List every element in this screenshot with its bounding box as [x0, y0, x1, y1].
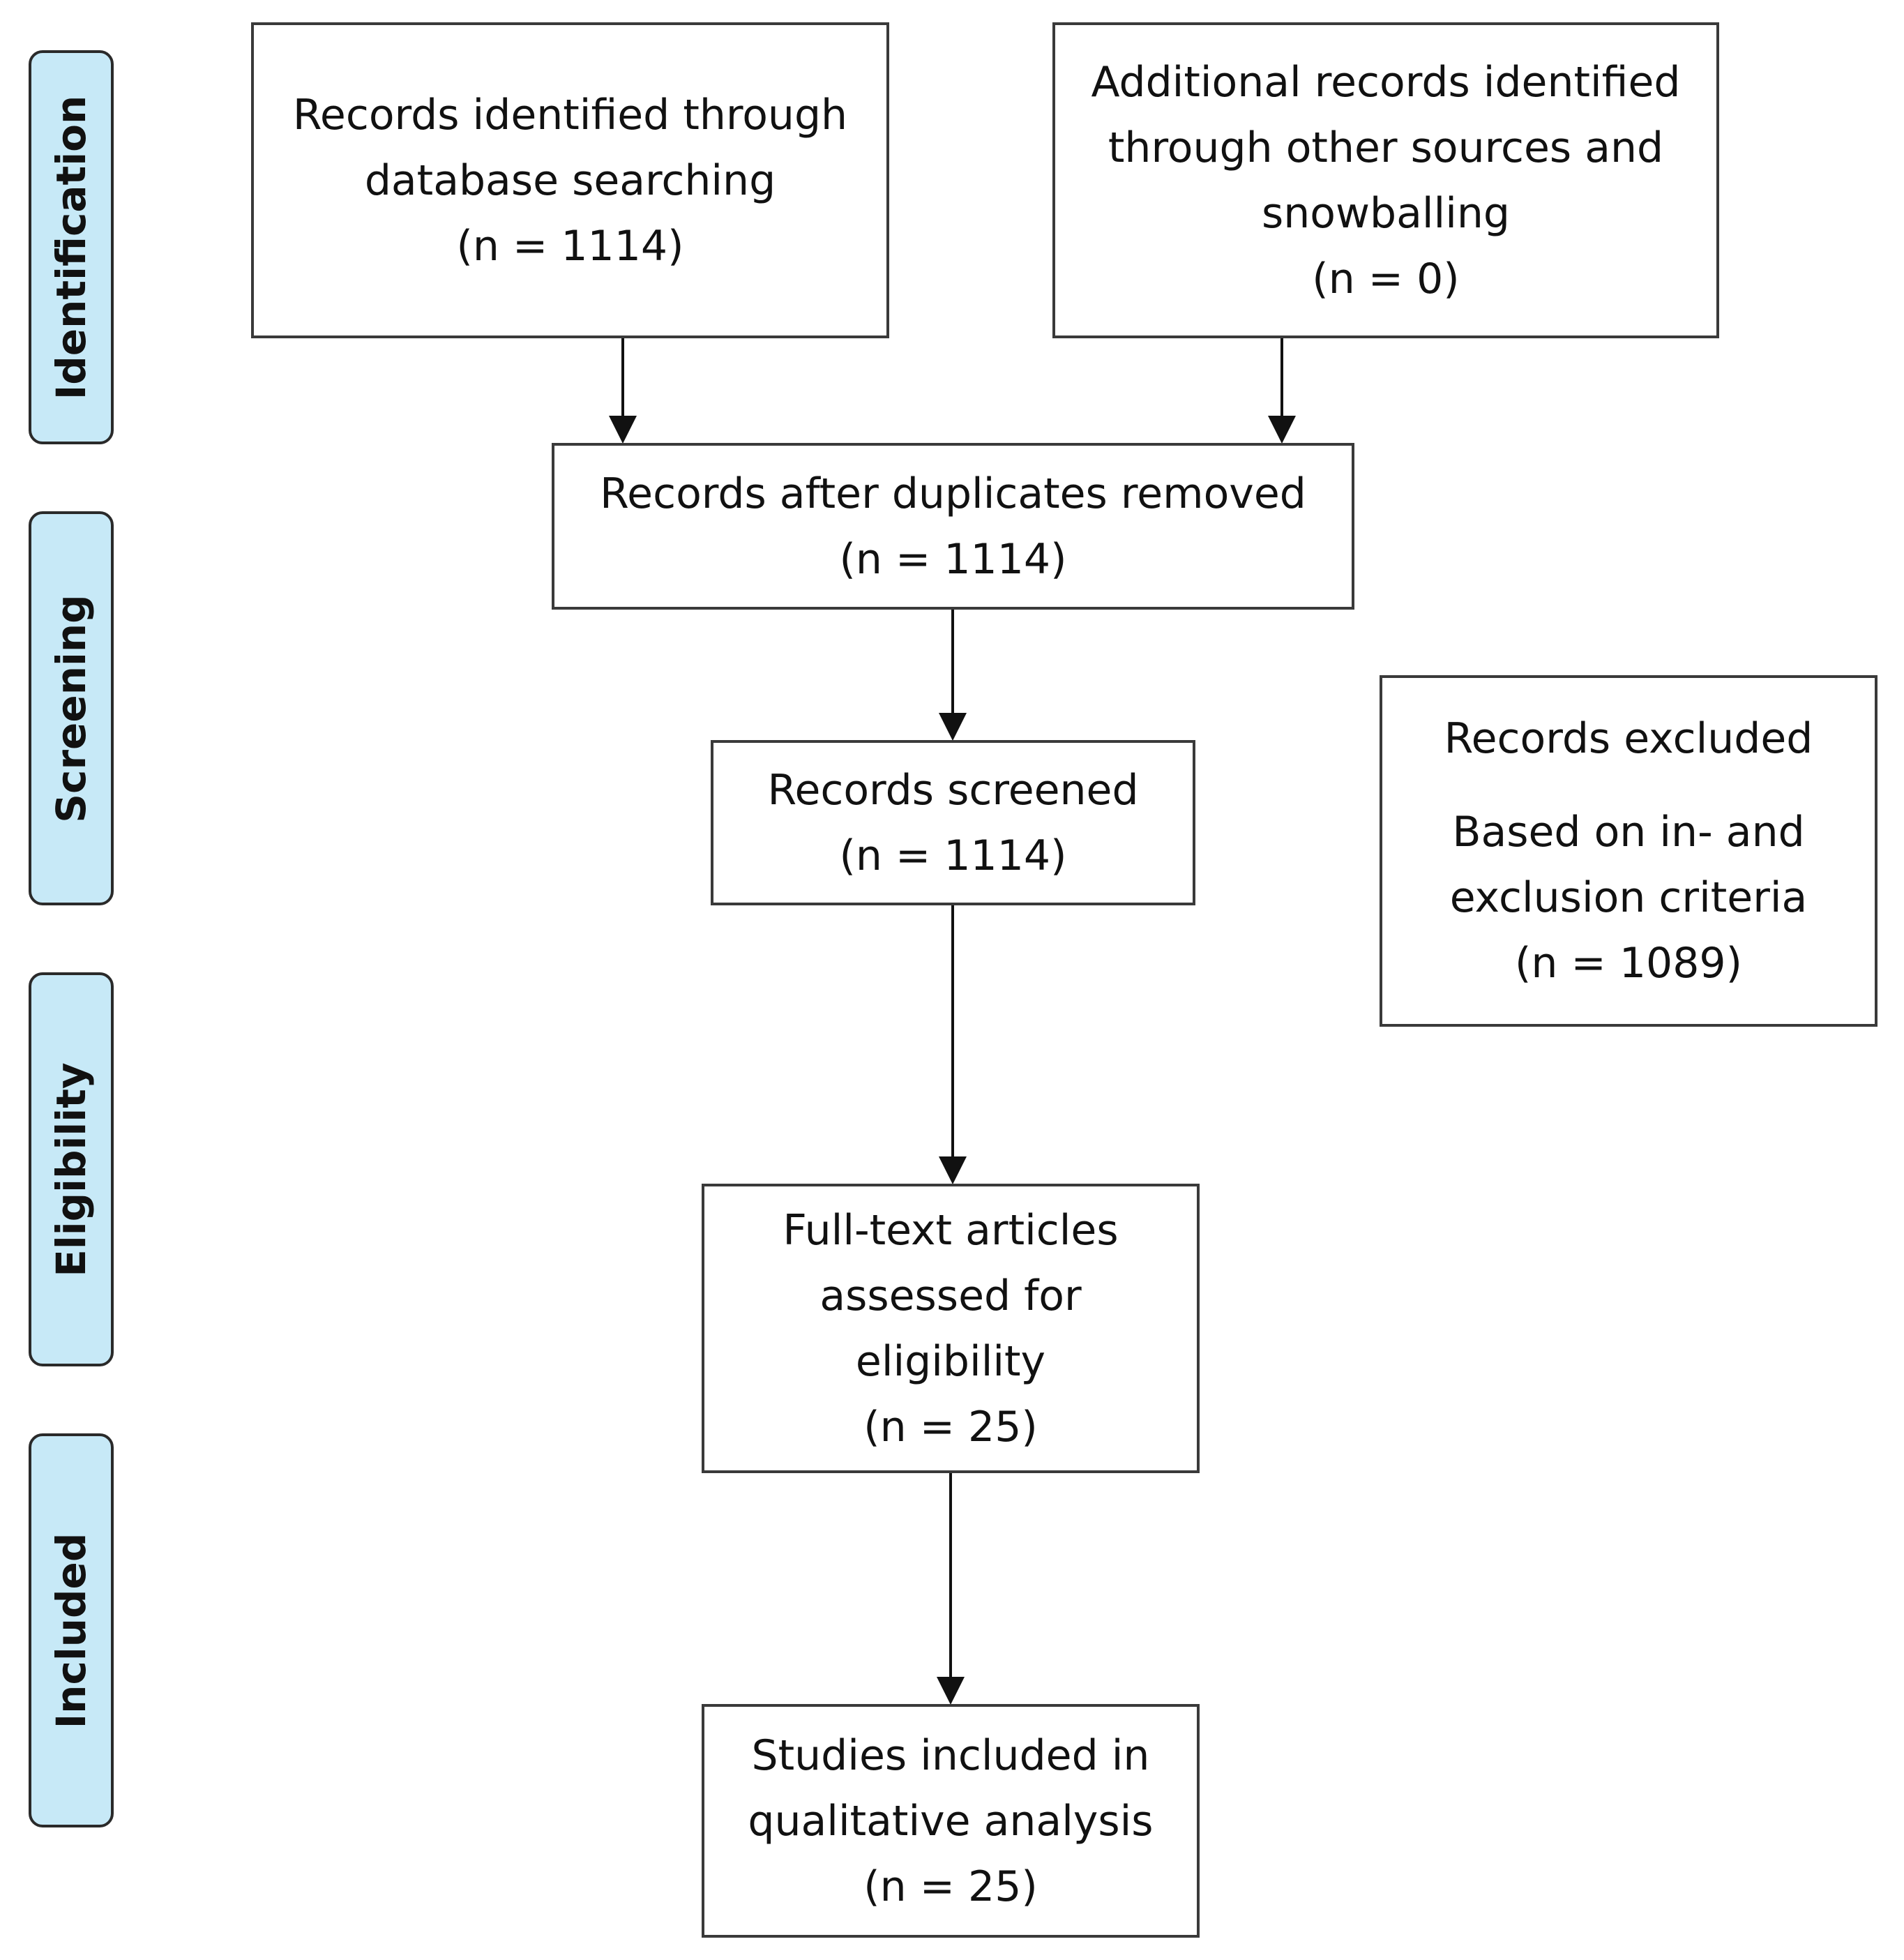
- excluded-line-4: (n = 1089): [1515, 939, 1742, 988]
- database-line-3: (n = 1114): [456, 221, 684, 271]
- studies-line-1: Studies included in: [751, 1731, 1150, 1780]
- stage-eligibility: Eligibility: [29, 972, 114, 1366]
- fulltext-line-3: eligibility: [855, 1336, 1046, 1386]
- fulltext-line-4: (n = 25): [863, 1402, 1038, 1452]
- screened-line-2: (n = 1114): [839, 831, 1067, 880]
- studies-line-2: qualitative analysis: [748, 1796, 1154, 1846]
- additional-line-3: snowballing: [1261, 188, 1511, 238]
- stage-screening: Screening: [29, 511, 114, 905]
- box-additional-records: Additional records identified through ot…: [1052, 22, 1719, 338]
- fulltext-line-2: assessed for: [819, 1271, 1082, 1320]
- additional-line-4: (n = 0): [1312, 254, 1460, 303]
- box-studies-included: Studies included in qualitative analysis…: [702, 1704, 1200, 1938]
- additional-line-1: Additional records identified: [1091, 57, 1681, 107]
- excluded-line-2: Based on in- and: [1452, 808, 1805, 857]
- box-duplicates-removed: Records after duplicates removed (n = 11…: [552, 443, 1354, 610]
- studies-line-3: (n = 25): [863, 1862, 1038, 1911]
- excluded-line-1: Records excluded: [1444, 714, 1813, 763]
- duplicates-line-2: (n = 1114): [839, 534, 1067, 584]
- additional-line-2: through other sources and: [1108, 123, 1664, 172]
- database-line-1: Records identified through: [292, 90, 848, 140]
- stage-included: Included: [29, 1433, 114, 1827]
- duplicates-line-1: Records after duplicates removed: [600, 469, 1306, 518]
- excluded-line-3: exclusion criteria: [1449, 873, 1808, 922]
- database-line-2: database searching: [364, 156, 776, 205]
- box-records-excluded: Records excluded Based on in- and exclus…: [1380, 675, 1877, 1027]
- stage-identification: Identification: [29, 50, 114, 444]
- fulltext-line-1: Full-text articles: [783, 1205, 1119, 1255]
- box-fulltext-assessed: Full-text articles assessed for eligibil…: [702, 1184, 1200, 1473]
- box-database-records: Records identified through database sear…: [251, 22, 889, 338]
- box-records-screened: Records screened (n = 1114): [711, 740, 1195, 905]
- screened-line-1: Records screened: [767, 765, 1139, 815]
